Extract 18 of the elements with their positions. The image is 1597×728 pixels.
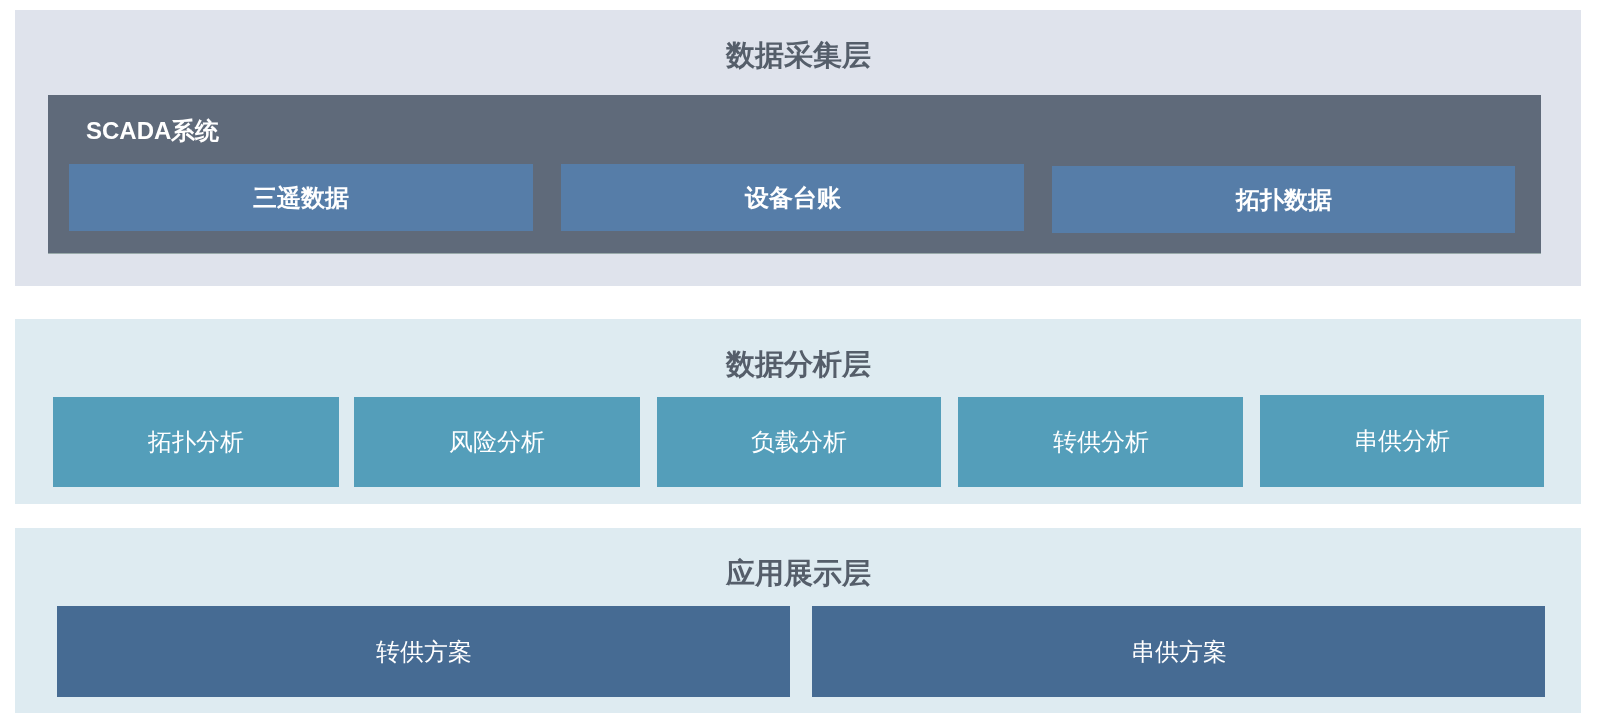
- layer-title: 应用展示层: [724, 556, 872, 591]
- data-box: 设备台账: [561, 164, 1024, 231]
- application-box: 串供方案: [812, 606, 1545, 697]
- application-box: 转供方案: [57, 606, 790, 697]
- analysis-box: 风险分析: [354, 397, 640, 487]
- analysis-box: 串供分析: [1260, 395, 1544, 487]
- data-box: 拓扑数据: [1052, 166, 1515, 233]
- analysis-box: 拓扑分析: [53, 397, 339, 487]
- layer-panel: [15, 528, 1581, 713]
- analysis-box: 转供分析: [958, 397, 1243, 487]
- layer-title: 数据分析层: [724, 347, 872, 382]
- layer-title: 数据采集层: [724, 38, 872, 73]
- layer-panel: [15, 10, 1581, 286]
- analysis-box: 负载分析: [657, 397, 941, 487]
- system-panel: [48, 95, 1541, 254]
- data-box: 三遥数据: [69, 164, 533, 231]
- layer-panel: [15, 319, 1581, 504]
- system-title: SCADA系统: [86, 116, 220, 146]
